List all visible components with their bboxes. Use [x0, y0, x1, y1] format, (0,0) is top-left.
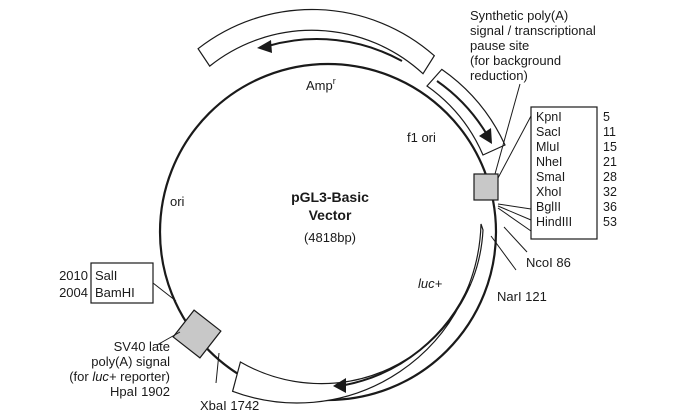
- svg-text:BglII: BglII: [536, 200, 561, 214]
- xbai-tick: [215, 352, 220, 384]
- luc-direction-arrow: [344, 283, 471, 386]
- svg-text:KpnI: KpnI: [536, 110, 562, 124]
- svg-text:15: 15: [603, 140, 617, 154]
- svg-text:signal / transcriptional: signal / transcriptional: [470, 23, 596, 38]
- amp-resistance-box: [197, 8, 436, 75]
- amp-direction-arrow: [267, 38, 403, 62]
- luc-arrowhead: [333, 378, 346, 393]
- mcs-enzyme-box: [530, 106, 598, 240]
- svg-text:MluI: MluI: [536, 140, 560, 154]
- luc-label: luc+: [418, 276, 443, 291]
- vector-size: (4818bp): [304, 230, 356, 245]
- svg-text:(for luc+ reporter): (for luc+ reporter): [69, 369, 170, 384]
- mcs-connectors: [497, 115, 532, 232]
- bamhi-number: 2004: [59, 285, 88, 300]
- amp-label: Ampr: [306, 76, 336, 93]
- svg-text:53: 53: [603, 215, 617, 229]
- f1-ori-label: f1 ori: [407, 130, 436, 145]
- svg-text:21: 21: [603, 155, 617, 169]
- amp-label-name: Amp: [306, 78, 333, 93]
- svg-text:SacI: SacI: [536, 125, 561, 139]
- svg-text:reduction): reduction): [470, 68, 528, 83]
- f1-ori-direction-arrow: [436, 80, 487, 134]
- synthetic-polya-box: [473, 173, 499, 201]
- svg-text:NheI: NheI: [536, 155, 562, 169]
- svg-text:36: 36: [603, 200, 617, 214]
- svg-text:Synthetic poly(A): Synthetic poly(A): [470, 8, 568, 23]
- vector-title-line1: pGL3-Basic: [291, 189, 369, 205]
- amp-arrowhead: [257, 40, 272, 53]
- bamhi-label: BamHI: [95, 285, 135, 300]
- sali-label: SalI: [95, 268, 117, 283]
- nari-tick: [490, 235, 517, 271]
- sv40-polya-box: [172, 309, 222, 359]
- svg-text:HpaI 1902: HpaI 1902: [110, 384, 170, 399]
- ncoi-label: NcoI 86: [526, 255, 571, 270]
- luc-box: [231, 223, 484, 404]
- ori-label: ori: [170, 194, 185, 209]
- amp-label-sup: r: [333, 76, 336, 86]
- svg-text:28: 28: [603, 170, 617, 184]
- svg-text:pause site: pause site: [470, 38, 529, 53]
- f1-ori-arrowhead: [479, 128, 492, 144]
- xbai-label: XbaI 1742: [200, 398, 259, 413]
- svg-text:5: 5: [603, 110, 610, 124]
- svg-text:(for background: (for background: [470, 53, 561, 68]
- svg-text:XhoI: XhoI: [536, 185, 562, 199]
- svg-text:32: 32: [603, 185, 617, 199]
- nari-label: NarI 121: [497, 289, 547, 304]
- svg-text:poly(A) signal: poly(A) signal: [91, 354, 170, 369]
- sal-bam-connector: [152, 282, 177, 302]
- ncoi-tick: [503, 226, 528, 253]
- svg-text:SV40 late: SV40 late: [114, 339, 170, 354]
- svg-text:SmaI: SmaI: [536, 170, 565, 184]
- vector-title-line2: Vector: [309, 207, 352, 223]
- sali-number: 2010: [59, 268, 88, 283]
- synthetic-polya-text: Synthetic poly(A) signal / transcription…: [470, 8, 596, 83]
- sv40-text: SV40 late poly(A) signal (for luc+ repor…: [69, 339, 170, 399]
- mcs-position-list: 5 11 15 21 28 32 36 53: [603, 110, 617, 229]
- sv40-callout: [156, 331, 181, 346]
- mcs-enzyme-list: KpnI SacI MluI NheI SmaI XhoI BglII Hind…: [536, 110, 572, 229]
- synthetic-polya-callout: [494, 83, 521, 175]
- svg-text:HindIII: HindIII: [536, 215, 572, 229]
- svg-text:11: 11: [603, 125, 616, 139]
